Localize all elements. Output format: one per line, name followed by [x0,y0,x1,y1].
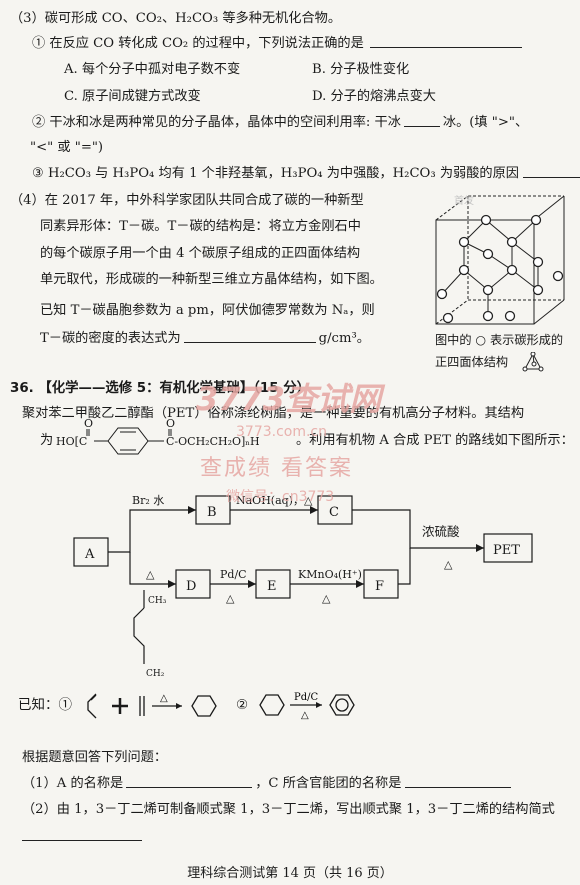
reagent-kmno4: KMnO₄(H⁺) [298,568,362,581]
q4-line2: 同素异形体：T－碳。T－碳的结构是：将立方金刚石中 [40,219,361,234]
ch3-label: CH₃ [148,596,167,606]
compound-b-label: B [207,505,217,520]
reagent-naoh: NaOH(aq)，△ [236,494,313,507]
q36-answer1: （1）A 的名称是 ，C 所含官能团的名称是 [22,775,512,792]
ch2-label: CH₂ [146,669,165,679]
q3-sub3: ③ H₂CO₃ 与 H₃PO₄ 均有 1 个非羟基氧，H₃PO₄ 为中强酸，H₂… [32,165,580,182]
compound-pet-label: PET [493,543,520,558]
heat-e-to-f: △ [322,592,331,605]
q36-line2-prefix: 为 [40,433,54,448]
compound-e-label: E [267,579,277,594]
watermark-first: 首发 [454,196,474,207]
heat-a-to-d: △ [146,568,155,581]
q3-sub2: ② 干冰和冰是两种常见的分子晶体，晶体中的空间利用率: 干冰 冰。(填 ">"、 [32,114,528,131]
q3-sub1-text: ① 在反应 CO 转化成 CO₂ 的过程中，下列说法正确的是 [32,36,364,51]
q4-line6: T－碳的密度的表达式为 g/cm³。 [40,330,370,347]
heat-known-2: △ [301,710,309,721]
figure-caption-2: 正四面体结构 [435,355,509,369]
q3-intro: （3）碳可形成 CO、CO₂、H₂CO₃ 等多种无机化合物。 [10,11,342,26]
page-footer: 理科综合测试第 14 页（共 16 页） [187,866,393,881]
q4-unit: g/cm³。 [318,331,370,346]
answer-blank-36-1a[interactable] [126,775,253,788]
q4-line3: 的每个碳原子用一个由 4 个碳原子组成的正四面体结构 [40,246,361,261]
q36-a1-text-a: （1）A 的名称是 [22,776,124,791]
compound-d-label: D [186,579,196,594]
reagent-pdc-known: Pd/C [294,692,318,703]
figure-caption-1: 图中的 ○ 表示碳形成的 [435,333,564,347]
watermark-slogan: 查成绩 看答案 [200,456,353,481]
q4-line6-text: T－碳的密度的表达式为 [40,331,181,346]
dehydrogenation-reaction: Pd/C △ [259,692,355,721]
q3-sub3-text: ③ H₂CO₃ 与 H₃PO₄ 均有 1 个非羟基氧，H₃PO₄ 为中强酸，H₂… [32,166,519,181]
answer-blank-q3-2[interactable] [403,114,440,127]
svg-text:O: O [84,418,93,430]
q3-sub2-text-a: ② 干冰和冰是两种常见的分子晶体，晶体中的空间利用率: 干冰 [32,115,401,130]
formula-right: C-OCH₂CH₂O]ₙH [166,435,260,448]
formula-left: HO[C [56,435,87,448]
q3-option-b: B. 分子极性变化 [312,62,410,77]
answer-blank-q3-3[interactable] [522,165,580,178]
heat-known-1: △ [160,693,168,704]
watermark-wechat: 微信号：cn3773 [226,489,335,505]
diels-alder-reaction: △ [87,693,217,719]
q36-ask: 根据题意回答下列问题： [22,750,168,765]
q36-answer2: （2）由 1，3－丁二烯可制备顺式聚 1，3－丁二烯，写出顺式聚 1，3－丁二烯… [22,802,555,817]
q3-option-a: A. 每个分子中孤对电子数不变 [64,62,241,77]
reagent-br2: Br₂ 水 [132,494,164,507]
pet-synthesis-route: A B C D E F PET Br₂ 水 NaOH(aq)，△ 浓硫酸 △ △… [73,494,533,679]
heat-h2so4: △ [444,558,453,571]
q36-a1-text-b: ，C 所含官能团的名称是 [255,776,402,791]
compound-a-label: A [84,547,95,562]
compound-f-label: F [375,579,384,594]
heat-d-to-e: △ [226,592,235,605]
pet-structure-formula: HO[C C-OCH₂CH₂O]ₙH O O [56,418,260,455]
q36-answer2-line [22,828,142,845]
known-label: 已知：① [18,697,72,713]
watermark-url: 3773.com.cn [236,424,327,440]
answer-blank-q3-1[interactable] [369,35,522,48]
watermark-logo: 3773查试网 [196,380,382,418]
q3-sub2-text-b: 冰。(填 ">"、 [442,115,529,130]
q3-option-c: C. 原子间成键方式改变 [64,89,201,104]
known-label-2: ② [236,697,249,713]
q36-header: 36. 【化学——选修 5：有机化学基础】（15 分） [10,381,310,396]
q3-sub2-cont: "<" 或 "=") [30,140,104,155]
reagent-pdc: Pd/C [220,568,247,581]
compound-c-label: C [329,505,339,520]
q3-option-d: D. 分子的熔沸点变大 [312,89,436,104]
q4-line1: （4）在 2017 年，中外科学家团队共同合成了碳的一种新型 [10,193,364,208]
reagent-h2so4: 浓硫酸 [422,524,460,539]
answer-blank-q4[interactable] [183,330,316,343]
q36-line2-suffix: 。利用有机物 A 合成 PET 的路线如下图所示： [296,433,574,448]
tetrahedron-icon [522,352,544,372]
answer-blank-36-1b[interactable] [405,775,512,788]
q3-sub1: ① 在反应 CO 转化成 CO₂ 的过程中，下列说法正确的是 [32,35,522,52]
answer-blank-36-2[interactable] [22,828,142,841]
svg-text:O: O [166,418,175,430]
q36-line1: 聚对苯二甲酸乙二醇酯（PET）俗称涤纶树脂，是一种重要的有机高分子材料。其结构 [22,406,525,421]
q4-line5: 已知 T－碳晶胞参数为 a pm，阿伏伽德罗常数为 Nₐ，则 [40,303,375,318]
t-carbon-unit-cell-figure [435,195,565,325]
q4-line4: 单元取代，形成碳的一种新型三维立方晶体结构，如下图。 [40,272,383,287]
